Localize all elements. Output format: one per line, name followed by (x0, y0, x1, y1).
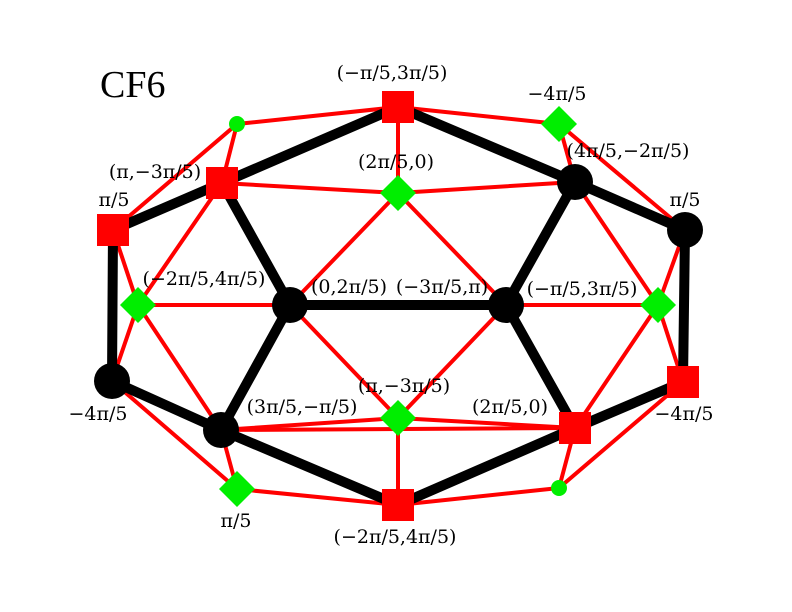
node-label-bl: (3π/5,−π/5) (247, 396, 358, 418)
red-edge-rg-br (573, 303, 660, 430)
black-edge-rgt-br (570, 377, 688, 433)
black-edge-bot-bl (216, 425, 403, 510)
red-edge-cg_top-cl (288, 191, 400, 307)
node-label-trg: −4π/5 (528, 83, 587, 105)
red-edge-blg-bot (235, 487, 400, 507)
node-square-rgt (667, 366, 699, 398)
node-label-bot: (−2π/5,4π/5) (334, 526, 457, 548)
node-square-lft (97, 214, 129, 246)
node-dot-brg (551, 480, 567, 496)
red-edge-cr-cg_bot (396, 303, 508, 420)
red-edge-bot-brg (396, 486, 561, 507)
diagram-title: CF6 (100, 64, 165, 106)
node-label-tl: (π,−3π/5) (109, 161, 201, 183)
red-edge-cg_top-tr (396, 180, 577, 195)
red-edge-lb-blg (110, 379, 239, 491)
node-label-br: (2π/5,0) (472, 396, 548, 418)
red-edge-trg-rt (557, 122, 687, 232)
red-edge-tl-lg (136, 181, 224, 307)
node-label-lft: π/5 (99, 189, 130, 211)
red-edge-cg_top-cr (396, 191, 508, 307)
node-diamond-lg (120, 287, 156, 323)
red-edge-tr-rg (573, 180, 660, 307)
node-label-cl: (0,2π/5) (311, 276, 387, 298)
node-diamond-cg_top (380, 175, 416, 211)
black-edge-tr-rt (570, 177, 690, 235)
node-label-cg_bot: (π,−3π/5) (358, 375, 450, 397)
node-dot-tlg (229, 116, 245, 132)
black-edge-tl-cl (217, 178, 295, 310)
red-edge-cl-cg_bot (288, 303, 400, 420)
red-edge-tl-cg_top (220, 181, 400, 195)
red-edge-top-trg (396, 105, 561, 126)
red-edge-brg-rgt (557, 380, 685, 490)
node-diamond-cg_bot (380, 400, 416, 436)
node-circle-bl (203, 412, 239, 448)
node-square-tl (206, 167, 238, 199)
node-circle-rt (667, 212, 703, 248)
node-label-cg_top: (2π/5,0) (358, 151, 434, 173)
node-square-br (559, 412, 591, 444)
node-diamond-trg (541, 106, 577, 142)
node-square-bot (382, 489, 414, 521)
node-label-rgt: −4π/5 (655, 403, 714, 425)
black-edge-cr-br (501, 300, 580, 433)
node-label-rt: π/5 (670, 189, 701, 211)
black-edges (107, 102, 690, 510)
node-label-lg: (−2π/5,4π/5) (143, 268, 266, 290)
node-label-lb: −4π/5 (69, 403, 128, 425)
black-edge-tl-top (217, 102, 403, 188)
node-label-cr: (−3π/5,π) (396, 276, 488, 298)
node-circle-cr (488, 287, 524, 323)
black-edge-top-tr (393, 102, 580, 187)
node-diamond-rg (640, 287, 676, 323)
black-edge-bl-lb (107, 376, 226, 435)
node-circle-lb (94, 363, 130, 399)
black-edge-br-bot (393, 423, 580, 510)
red-edge-tlg-top (235, 105, 400, 126)
node-circle-cl (272, 287, 308, 323)
node-label-tr: (4π/5,−2π/5) (567, 140, 690, 162)
black-edge-rt-rgt (678, 225, 690, 387)
node-label-top: (−π/5,3π/5) (337, 62, 448, 84)
black-edge-lft-tl (108, 178, 227, 235)
node-circle-tr (557, 164, 593, 200)
black-edge-cl-bl (216, 300, 295, 435)
node-labels: (−π/5,3π/5) (π,−3π/5) π/5 −4π/5 (2π/5,0) (−2π… (69, 62, 714, 548)
graph-nodes (94, 91, 703, 521)
node-square-top (382, 91, 414, 123)
black-edge-cr-tr (501, 177, 580, 310)
black-edge-lb-lft (107, 225, 118, 386)
red-edge-lg-bl (136, 303, 223, 432)
node-label-rg: (−π/5,3π/5) (527, 278, 638, 300)
node-diamond-blg (219, 471, 255, 507)
node-label-blg: π/5 (221, 510, 252, 532)
red-edge-tlg-lft (111, 122, 239, 232)
